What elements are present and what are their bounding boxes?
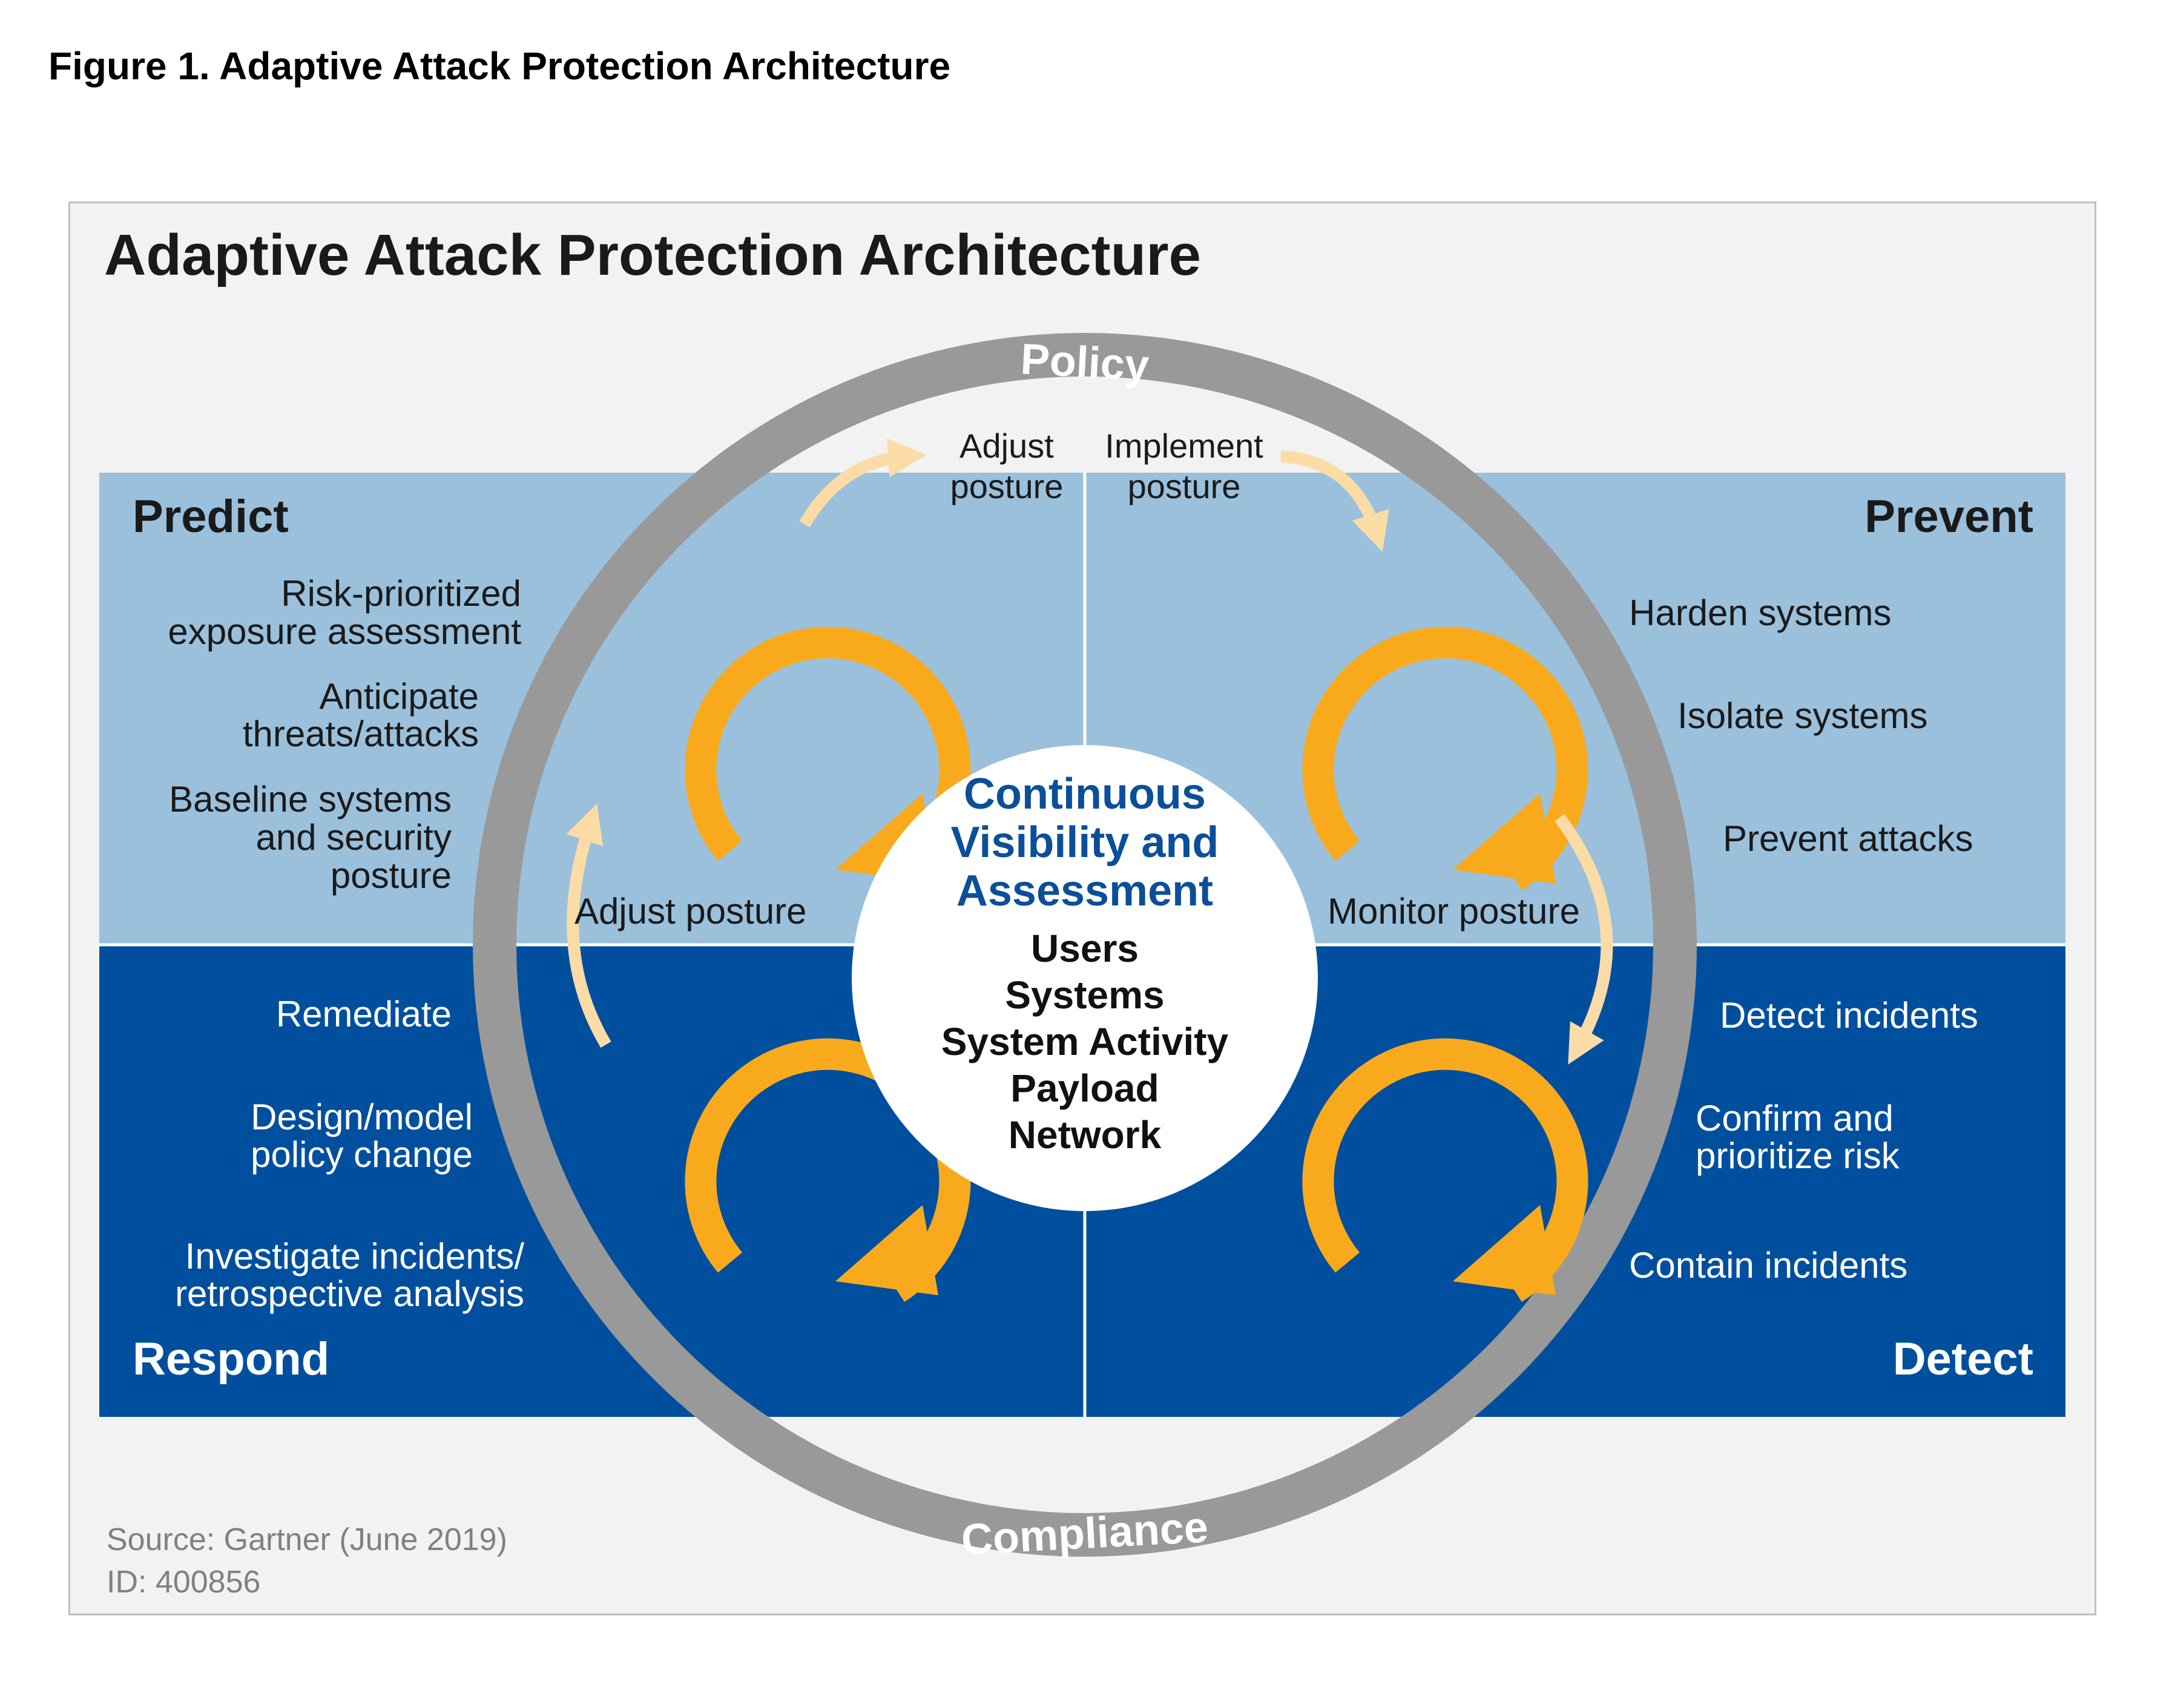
center-circle bbox=[852, 745, 1318, 1211]
predict-item-1-line-2: exposure assessment bbox=[168, 611, 521, 652]
center-heading-line-3: Assessment bbox=[956, 867, 1213, 915]
respond-item-1: Remediate bbox=[276, 994, 452, 1034]
center-item-payload: Payload bbox=[1010, 1066, 1159, 1110]
center-heading-line-2: Visibility and bbox=[951, 818, 1219, 867]
center-item-users: Users bbox=[1031, 927, 1139, 970]
transition-labels: Adjust posture Implement posture Adjust … bbox=[574, 427, 1580, 931]
center-item-network: Network bbox=[1009, 1113, 1162, 1157]
quadrant-title-prevent: Prevent bbox=[1864, 491, 2033, 542]
respond-item-3-line-1: Investigate incidents/ bbox=[185, 1236, 525, 1276]
transition-label-top-right-line-1: Implement bbox=[1105, 427, 1263, 465]
transition-arrow-top-right bbox=[1280, 450, 1389, 552]
respond-items: Remediate Design/model policy change Inv… bbox=[175, 994, 524, 1314]
predict-item-3-line-3: posture bbox=[331, 855, 452, 896]
predict-item-3-line-1: Baseline systems bbox=[169, 779, 452, 820]
respond-item-3-line-2: retrospective analysis bbox=[175, 1273, 524, 1314]
policy-compliance-ring bbox=[473, 333, 1697, 1557]
transition-arrow-left bbox=[566, 803, 611, 1048]
predict-item-1-line-1: Risk-prioritized bbox=[281, 573, 521, 614]
quadrant-title-predict: Predict bbox=[133, 491, 289, 542]
prevent-item-3: Prevent attacks bbox=[1723, 818, 1973, 859]
cycle-arrow-bottom-left bbox=[685, 1038, 971, 1302]
transition-label-right: Monitor posture bbox=[1328, 891, 1580, 931]
predict-item-2-line-1: Anticipate bbox=[320, 676, 479, 717]
center-heading: Continuous Visibility and Assessment bbox=[951, 770, 1219, 915]
cycle-arrow-top-right bbox=[1302, 626, 1588, 890]
predict-items: Risk-prioritized exposure assessment Ant… bbox=[168, 573, 521, 896]
quadrant-title-respond: Respond bbox=[133, 1333, 329, 1385]
quadrant-title-detect: Detect bbox=[1893, 1333, 2033, 1385]
diagram-title: Adaptive Attack Protection Architecture bbox=[104, 223, 1201, 287]
predict-item-3-line-2: and security bbox=[256, 817, 452, 858]
respond-item-2-line-2: policy change bbox=[251, 1134, 473, 1175]
figure-caption: Figure 1. Adaptive Attack Protection Arc… bbox=[48, 44, 951, 88]
center-heading-line-1: Continuous bbox=[964, 770, 1206, 818]
transition-label-top-right-line-2: posture bbox=[1128, 467, 1241, 505]
transition-label-top-left-line-2: posture bbox=[950, 467, 1064, 505]
prevent-items: Harden systems Isolate systems Prevent a… bbox=[1629, 593, 1973, 859]
detect-item-3: Contain incidents bbox=[1629, 1245, 1907, 1286]
diagram-canvas: Adaptive Attack Protection Architecture … bbox=[99, 223, 2065, 1600]
ring-label-policy: Policy bbox=[1019, 335, 1150, 390]
transition-label-top-left-line-1: Adjust bbox=[959, 427, 1054, 465]
center-item-systems: Systems bbox=[1005, 973, 1164, 1017]
detect-item-2-line-2: prioritize risk bbox=[1696, 1135, 1900, 1176]
predict-item-2-line-2: threats/attacks bbox=[243, 714, 479, 754]
respond-item-2-line-1: Design/model bbox=[251, 1097, 473, 1137]
prevent-item-1: Harden systems bbox=[1629, 593, 1891, 633]
detect-item-1: Detect incidents bbox=[1720, 995, 1978, 1036]
source-id: ID: 400856 bbox=[107, 1565, 260, 1600]
prevent-item-2: Isolate systems bbox=[1677, 695, 1927, 736]
cycle-arrow-bottom-right bbox=[1302, 1038, 1588, 1302]
detect-item-2-line-1: Confirm and bbox=[1696, 1098, 1894, 1138]
center-item-system-activity: System Activity bbox=[941, 1020, 1229, 1063]
transition-label-left: Adjust posture bbox=[574, 891, 807, 931]
center-items: Users Systems System Activity Payload Ne… bbox=[941, 927, 1229, 1157]
detect-items: Detect incidents Confirm and prioritize … bbox=[1629, 995, 1978, 1286]
source-text: Source: Gartner (June 2019) bbox=[107, 1522, 507, 1557]
transition-arrow-top-left bbox=[799, 438, 927, 528]
diagram-frame: Adaptive Attack Protection Architecture … bbox=[68, 202, 2096, 1615]
transition-arrow-right bbox=[1555, 813, 1613, 1065]
